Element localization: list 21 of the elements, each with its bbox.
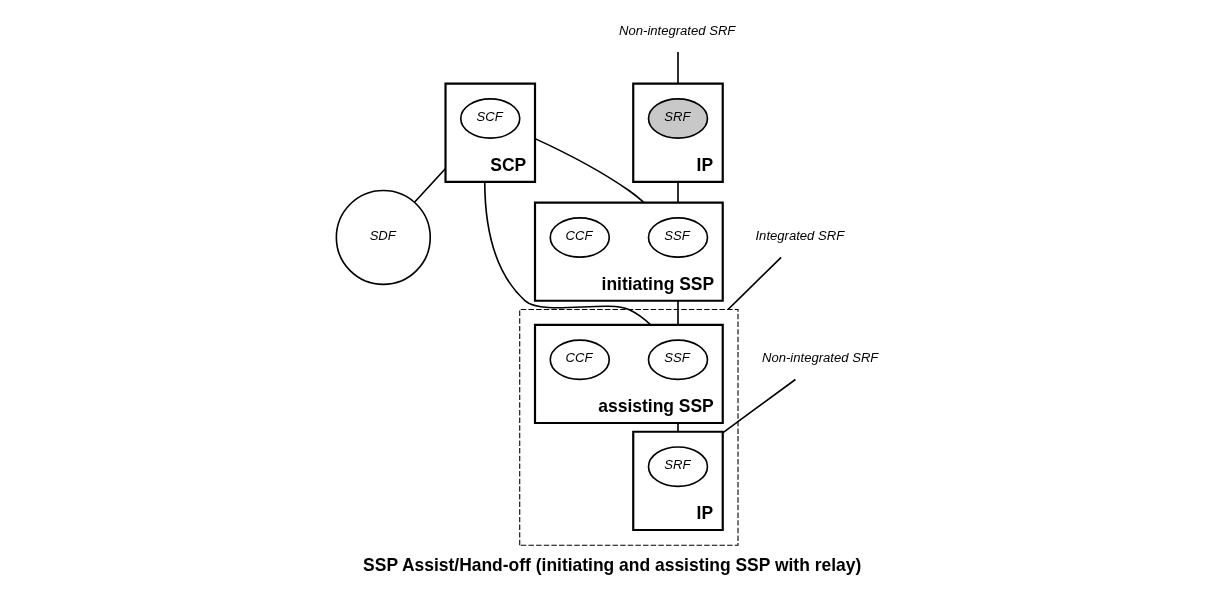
node-ellipse: SRF [647,98,709,139]
node-text: Non-integrated SRF [762,350,879,365]
node-ellipse: SRF [647,446,709,488]
connector [721,378,797,434]
node-circle: SDF [335,189,432,286]
caption: SSP Assist/Hand-off (initiating and assisting SSP with relay) [363,555,862,576]
node-ellipse: SSF [647,339,709,381]
node-ellipse: CCF [549,217,611,258]
node-text: Non-integrated SRF [619,22,736,38]
connector [677,51,679,85]
connector [483,181,652,326]
connector [727,256,782,311]
connector [677,422,679,433]
node-ellipse: SCF [459,98,521,139]
connector [677,299,679,326]
connector [413,167,447,203]
cluster [519,308,739,546]
node-text: Integrated SRF [755,227,845,243]
connector [677,181,679,204]
node-ellipse: CCF [549,339,611,381]
node-ellipse: SSF [647,217,709,258]
